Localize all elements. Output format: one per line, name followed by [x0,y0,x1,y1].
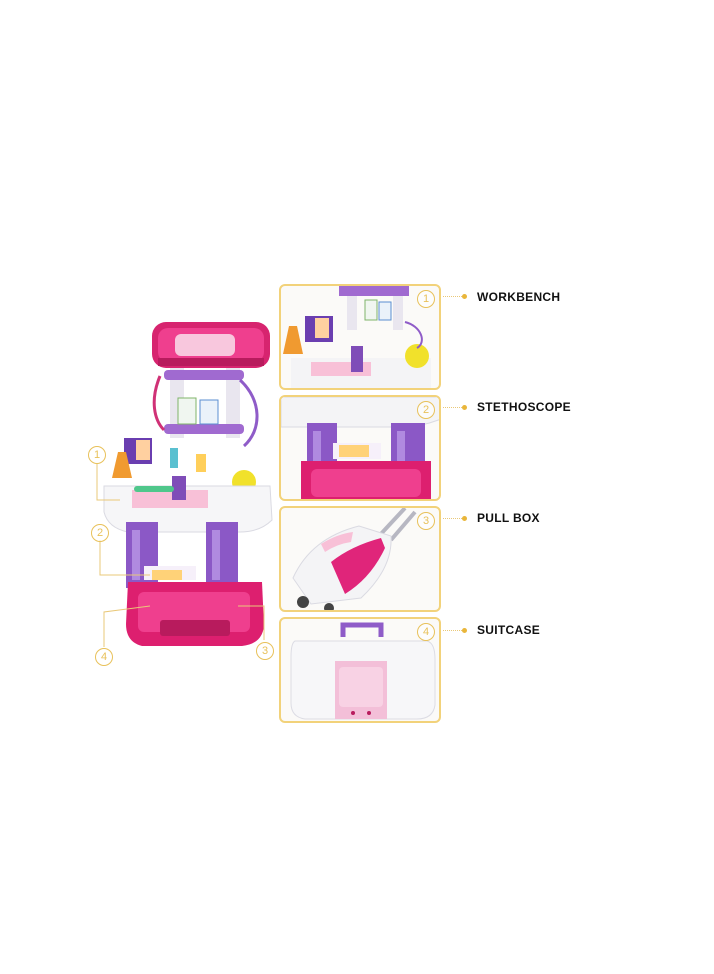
leader-line-2 [443,407,462,408]
leader-dot-4 [462,628,467,633]
label-suitcase: SUITCASE [477,623,541,637]
callout-number-4-left: 4 [95,648,113,666]
callout-number-3-left: 3 [256,642,274,660]
callout-number-2-left: 2 [91,524,109,542]
table-leg-right [206,522,238,588]
leader-dot-2 [462,405,467,410]
detail-panel-stethoscope: 2 [279,395,441,501]
leader-line-3 [443,518,462,519]
label-stethoscope: STETHOSCOPE [477,400,571,414]
callout-number-1-left: 1 [88,446,106,464]
leader-line-4 [443,630,462,631]
callout-number-1: 1 [417,290,435,308]
detail-panel-suitcase: 4 [279,617,441,723]
label-pull-box: PULL BOX [477,511,540,525]
leader-line-1 [443,296,462,297]
leader-dot-3 [462,516,467,521]
toy-doctor-set-illustration [96,322,273,647]
detail-panel-workbench: 1 [279,284,441,390]
callout-number-2: 2 [417,401,435,419]
leader-dot-1 [462,294,467,299]
callout-number-3: 3 [417,512,435,530]
callout-number-4: 4 [417,623,435,641]
label-workbench: WORKBENCH [477,290,561,304]
detail-panel-pull-box: 3 [279,506,441,612]
